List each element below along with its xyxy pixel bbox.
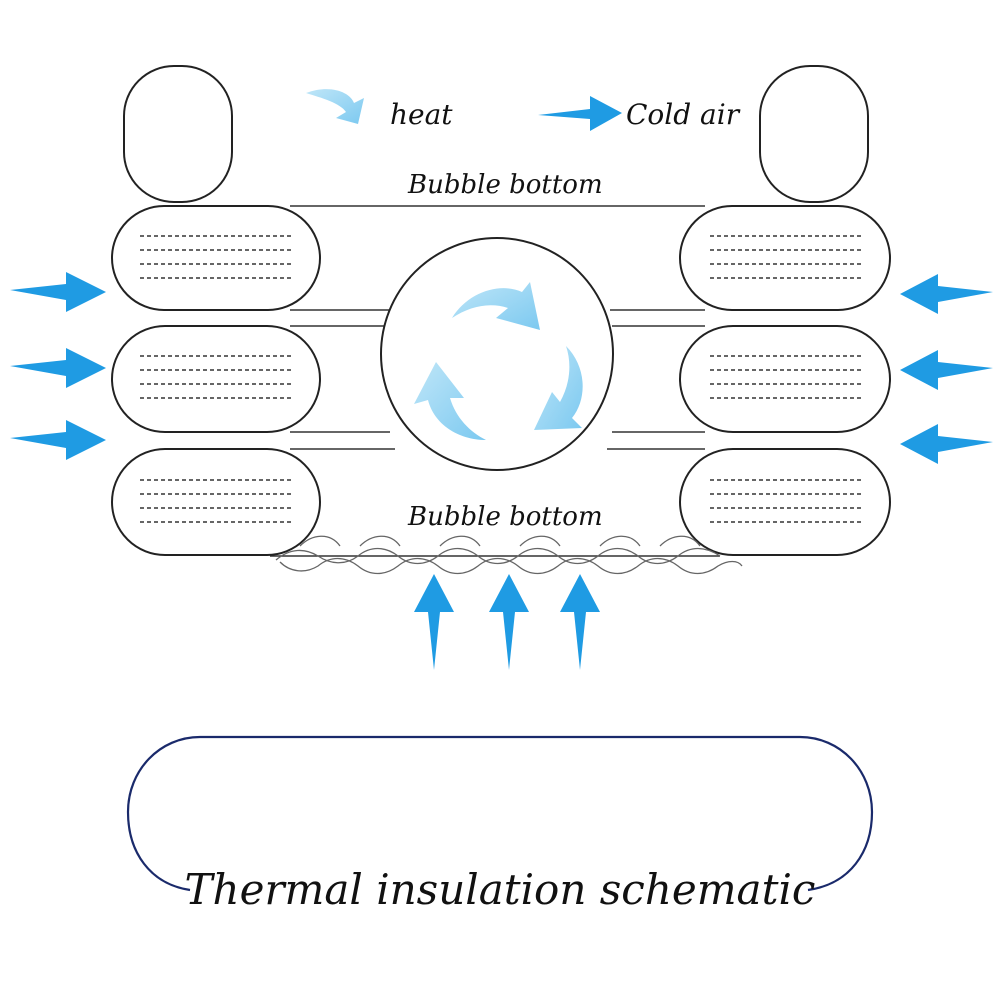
circulation-arrow-top [452, 282, 540, 330]
cold-air-arrow-right-3 [900, 424, 993, 464]
left-cold-air-arrows [10, 272, 106, 460]
cold-air-arrow-up-1 [414, 574, 454, 670]
bottom-cold-air-arrows [414, 574, 600, 670]
top-left-pillow [123, 65, 233, 203]
cold-air-arrow-right-1 [900, 274, 993, 314]
cold-air-legend-label: Cold air [626, 98, 741, 131]
circulation-arrow-right [534, 346, 583, 430]
heat-circulation-arrows [414, 282, 583, 440]
tube-dash-lines [140, 235, 862, 523]
right-tube-2 [679, 325, 891, 433]
cold-air-arrow-up-2 [489, 574, 529, 670]
caption-title: Thermal insulation schematic [185, 865, 816, 914]
cold-air-arrow-left-1 [10, 272, 106, 312]
left-tube-stack [111, 205, 321, 556]
left-tube-1 [111, 205, 321, 311]
bubble-bottom-label: Bubble bottom [407, 502, 603, 532]
right-cold-air-arrows [900, 274, 993, 464]
left-tube-2 [111, 325, 321, 433]
circulation-arrow-left [414, 362, 486, 440]
left-tube-3 [111, 448, 321, 556]
caption-frame [126, 735, 874, 892]
bubble-wrap-layer [275, 535, 743, 575]
cold-air-legend-icon [538, 96, 622, 131]
top-right-pillow [759, 65, 869, 203]
mattress-sheet-lines [270, 205, 720, 557]
right-tube-1 [679, 205, 891, 311]
heat-legend-icon [306, 89, 364, 124]
cold-air-arrow-up-3 [560, 574, 600, 670]
cold-air-arrow-right-2 [900, 350, 993, 390]
heat-legend-label: heat [390, 98, 453, 131]
right-tube-stack [679, 205, 891, 556]
heat-circulation-circle [380, 237, 614, 471]
cold-air-arrow-left-2 [10, 348, 106, 388]
bubble-top-label: Bubble bottom [407, 170, 603, 200]
right-tube-3 [679, 448, 891, 556]
cold-air-arrow-left-3 [10, 420, 106, 460]
